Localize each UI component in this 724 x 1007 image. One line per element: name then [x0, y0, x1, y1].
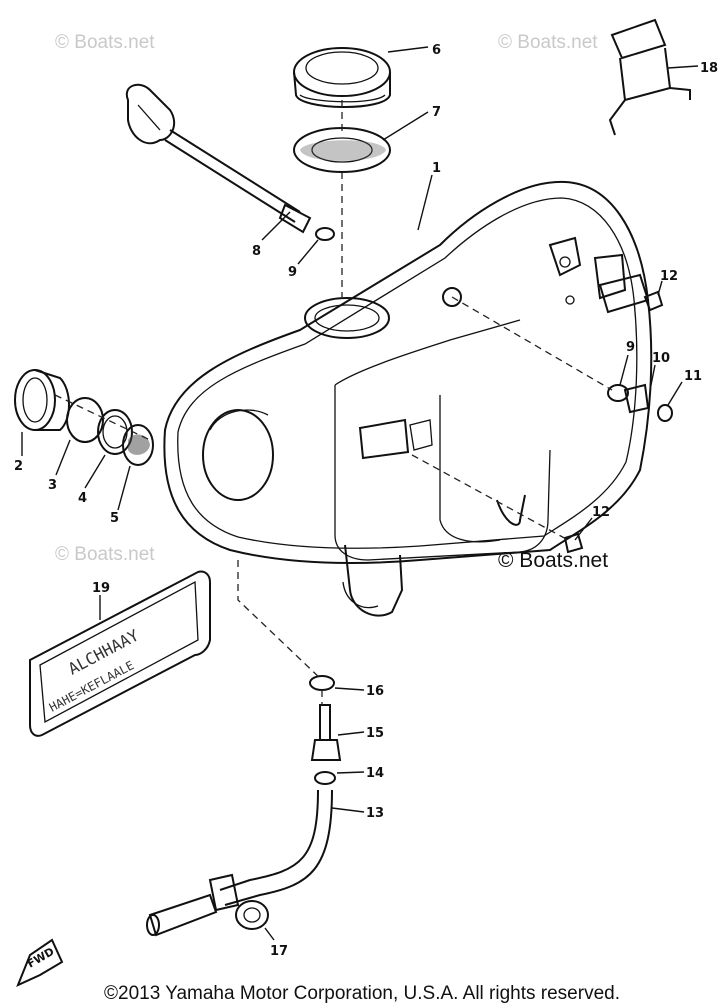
copyright-notice: ©2013 Yamaha Motor Corporation, U.S.A. A… [104, 983, 620, 1004]
cap-gasket [293, 127, 391, 173]
oil-tank [163, 180, 653, 617]
callout-7: 7 [432, 105, 441, 120]
leader-lines [21, 46, 699, 941]
callout-18: 18 [700, 61, 718, 76]
clip [608, 18, 691, 136]
callout-19: 19 [92, 581, 110, 596]
callout-16: 16 [366, 684, 384, 699]
oil-line-assembly [146, 675, 342, 937]
callout-9: 9 [288, 265, 297, 280]
callout-17: 17 [270, 944, 288, 959]
callout-13: 13 [366, 806, 384, 821]
callout-9: 9 [626, 340, 635, 355]
forward-arrow-icon: FWD [16, 938, 64, 987]
callout-1: 1 [432, 161, 441, 176]
callout-12: 12 [592, 505, 610, 520]
callout-6: 6 [432, 43, 441, 58]
filler-cap [293, 47, 391, 108]
callout-14: 14 [366, 766, 384, 781]
callout-10: 10 [652, 351, 670, 366]
washer [315, 227, 335, 241]
caution-label: ALCHHAAY HAHE=KEFLAALE [29, 570, 211, 737]
callout-3: 3 [48, 478, 57, 493]
callout-12: 12 [660, 269, 678, 284]
watermark: © Boats.net [55, 32, 155, 53]
mount-hardware [563, 290, 673, 554]
callout-labels: 6 7 1 8 9 18 12 9 10 11 12 2 3 4 5 19 16… [14, 43, 718, 959]
callout-2: 2 [14, 459, 23, 474]
callout-4: 4 [78, 491, 87, 506]
dipstick [125, 83, 312, 234]
watermark: © Boats.net [498, 549, 608, 572]
callout-11: 11 [684, 369, 702, 384]
washer [309, 675, 335, 691]
callout-8: 8 [252, 244, 261, 259]
callout-5: 5 [110, 511, 119, 526]
callout-15: 15 [366, 726, 384, 741]
strainer-assembly [14, 369, 154, 466]
watermark: © Boats.net [55, 544, 155, 565]
watermark: © Boats.net [498, 32, 598, 53]
